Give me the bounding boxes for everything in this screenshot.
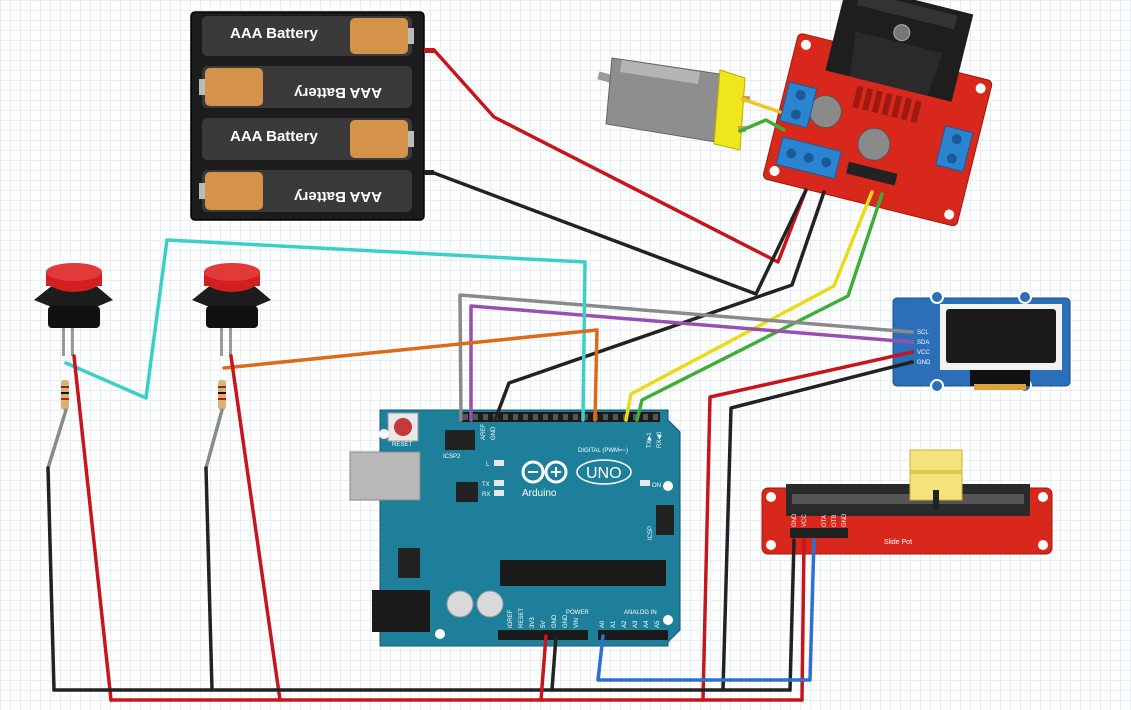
power-header: [498, 630, 588, 640]
oled-screen: [946, 309, 1056, 363]
reset-pin-label: RESET: [519, 608, 525, 628]
oled-pin-vcc: VCC: [917, 350, 930, 356]
reset-label: RESET: [392, 442, 412, 448]
a5-label: A5: [655, 620, 661, 628]
battery-label: AAA Battery: [294, 84, 382, 101]
arduino-logo: [521, 459, 632, 485]
analog-header: [598, 630, 668, 640]
oled-display: SCL SDA VCC GND: [892, 290, 1071, 393]
pot-pin-vcc: VCC: [802, 514, 808, 527]
power-jack: [372, 590, 430, 632]
wire-pot-gnd: [788, 538, 796, 692]
wires: [46, 48, 914, 702]
battery-negative-terminal: [424, 170, 434, 175]
slide-pot-label: Slide Pot: [884, 539, 912, 546]
digital-label: DIGITAL (PWM=~): [578, 448, 628, 454]
icsp-label: ICSP: [648, 526, 654, 540]
a1-label: A1: [611, 620, 617, 628]
gnd3-label: GND: [563, 614, 569, 628]
wire-driver-gnd: [493, 190, 826, 422]
rx-led-label: RX: [482, 492, 490, 498]
pot-pin-header: [790, 528, 848, 538]
tx-led-label: TX: [482, 482, 490, 488]
wire-arduino-5v: [539, 634, 548, 702]
pot-pin-gnd: GND: [792, 513, 798, 527]
battery-label: AAA Battery: [294, 188, 382, 205]
a3-label: A3: [633, 620, 639, 628]
motor-driver: [762, 0, 993, 227]
reset-button[interactable]: [394, 418, 412, 436]
wire-pot-signal: [596, 538, 816, 682]
on-led-label: ON: [652, 483, 661, 489]
txd-label: TX▶1: [647, 432, 653, 448]
wire-button2-gnd-bus: [204, 466, 214, 692]
resistor: [218, 380, 226, 410]
wire-oled-scl: [458, 293, 914, 422]
aref-label: AREF: [481, 424, 487, 440]
icsp2-label: ICSP2: [443, 454, 461, 460]
microcontroller-chip: [500, 560, 666, 586]
wire-battery-positive: [432, 48, 808, 264]
wire-button1-signal: [64, 238, 587, 422]
wire-battery-negative: [432, 171, 808, 296]
battery-cell: AAA Battery: [202, 118, 414, 160]
5v-label: 5V: [541, 621, 547, 628]
wire-button2-signal: [222, 328, 599, 422]
battery-label: AAA Battery: [230, 128, 318, 145]
pot-pin-otb: OTB: [832, 515, 838, 527]
wire-driver-in2: [635, 192, 884, 422]
wire-oled-gnd: [721, 360, 914, 692]
ioref-label: IOREF: [508, 609, 514, 628]
digital-header: [460, 412, 660, 422]
oled-pin-gnd: GND: [917, 360, 931, 366]
slide-potentiometer: Slide Pot GND VCC OTA OTB GND: [761, 449, 1053, 555]
pot-pin-gnd2: GND: [842, 513, 848, 527]
brand-label: Arduino: [522, 488, 557, 499]
gnd2-label: GND: [552, 614, 558, 628]
battery-positive-terminal: [424, 48, 434, 53]
battery-cell: AAA Battery: [202, 16, 414, 56]
battery-label: AAA Battery: [230, 25, 318, 42]
battery-cell: AAA Battery: [199, 170, 412, 212]
analog-label: ANALOG IN: [624, 610, 657, 616]
slider-knob[interactable]: [909, 449, 963, 501]
wire-motor-a: [740, 97, 782, 114]
wire-oled-vcc: [701, 350, 914, 702]
usb-port: [349, 451, 421, 501]
a4-label: A4: [644, 620, 650, 628]
wire-driver-in1: [624, 190, 874, 422]
model-label: UNO: [586, 465, 622, 482]
a0-label: A0: [600, 620, 606, 628]
l-led-label: L: [486, 462, 490, 468]
wire-button1-vcc: [72, 354, 113, 702]
pot-pin-ota: OTA: [822, 515, 828, 527]
vin-label: VIN: [574, 618, 580, 628]
wire-arduino-gnd: [550, 634, 558, 692]
push-button-1: [34, 263, 113, 410]
wire-button1-gnd-bus: [46, 466, 56, 692]
power-label: POWER: [566, 610, 589, 616]
wire-pot-vcc: [800, 538, 806, 702]
wire-button2-gnd: [204, 408, 224, 470]
oled-pin-sda: SDA: [917, 340, 929, 346]
rxd-label: RX◀0: [657, 431, 663, 448]
dc-motor: [597, 57, 750, 151]
oled-pin-scl: SCL: [917, 330, 929, 336]
a2-label: A2: [622, 620, 628, 628]
battery-pack: AAA Battery AAA Battery AAA Battery AAA …: [190, 11, 434, 221]
battery-cell: AAA Battery: [199, 66, 412, 108]
3v3-label: 3V3: [530, 617, 536, 628]
arduino-uno: RESET ICSP2 AREF GND TX▶1 RX◀0 DIGITAL (…: [349, 409, 681, 647]
wire-button2-vcc: [229, 354, 282, 702]
resistor: [61, 380, 69, 410]
wire-oled-sda: [469, 304, 914, 422]
gnd-label: GND: [491, 426, 497, 440]
wire-button1-gnd: [46, 408, 68, 470]
push-button-2: [192, 263, 271, 410]
wire-motor-b: [738, 118, 786, 133]
